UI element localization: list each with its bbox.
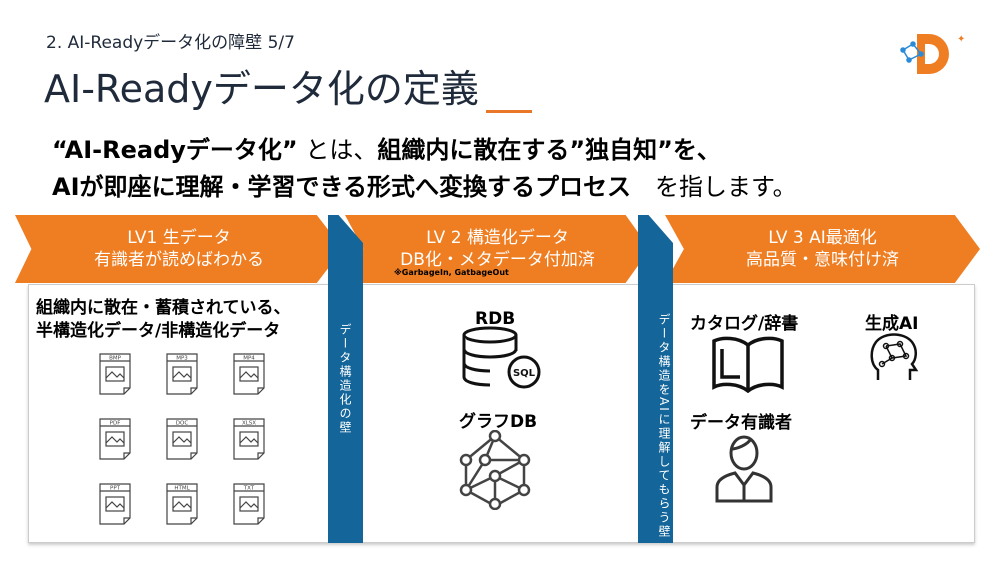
graph-network-icon (458, 429, 534, 514)
level-title: LV1 生データ (127, 228, 231, 248)
file-ppt-icon: PPT (98, 482, 132, 526)
file-txt-icon: TXT (232, 482, 266, 526)
file-type-label: PDF (110, 421, 121, 427)
open-book-icon (710, 335, 786, 397)
database-sql-icon: SQL (462, 326, 548, 394)
file-type-label: BMP (109, 356, 122, 362)
svg-text:✦: ✦ (957, 34, 965, 45)
level-desc: 有識者が読めばわかる (94, 250, 264, 270)
page-title: AI-Readyデータ化の定義 (44, 67, 479, 111)
file-type-label: DOC (176, 421, 189, 427)
level-title: LV 2 構造化データ (426, 228, 569, 248)
file-type-label: MP3 (176, 356, 188, 362)
file-html-icon: HTML (165, 482, 199, 526)
wall-ai-understanding: データ構造をAIに理解してもらう壁 (638, 215, 673, 543)
file-type-label: PPT (110, 486, 121, 492)
file-doc-icon: DOC (165, 417, 199, 461)
file-type-label: TXT (243, 486, 255, 492)
level-desc: 高品質・意味付け済 (746, 250, 899, 270)
lv1-heading-1: 組織内に散在・蓄積されている、 (36, 298, 291, 318)
sql-label: SQL (513, 368, 536, 379)
file-type-label: XLSX (242, 421, 256, 427)
catalog-label: カタログ/辞書 (690, 314, 799, 334)
garbage-note: ※GarbageIn, GatbageOut (394, 268, 509, 277)
level-3-chevron: LV 3 AI最適化高品質・意味付け済 (665, 215, 980, 283)
definition-part-2: AIが即座に理解・学習できる形式へ変換するプロセス (52, 173, 632, 201)
section-subtitle: 2. AI-Readyデータ化の障壁 5/7 (46, 33, 295, 53)
file-type-label: HTML (174, 486, 190, 492)
wall-label: データ構造化の壁 (338, 323, 352, 435)
file-mp3-icon: MP3 (165, 352, 199, 396)
lv1-heading-2: 半構造化データ/非構造化データ (36, 321, 281, 341)
graph-db-label: グラフDB (459, 412, 538, 432)
level-title: LV 3 AI最適化 (768, 228, 877, 248)
ai-brain-head-icon (866, 332, 922, 386)
connector-text: とは、 (297, 136, 378, 164)
wall-label: データ構造をAIに理解してもらう壁 (657, 312, 671, 539)
rdb-label: RDB (475, 309, 516, 329)
person-icon (714, 433, 774, 507)
level-1-chevron: LV1 生データ有識者が読めばわかる (15, 215, 343, 283)
level-desc: DB化・メタデータ付加済 (400, 250, 595, 270)
file-bmp-icon: BMP (98, 352, 132, 396)
file-xlsx-icon: XLSX (232, 417, 266, 461)
file-type-label: MP4 (243, 356, 255, 362)
definition-line-1: “AI-Readyデータ化” とは、組織内に散在する”独自知”を、 (52, 130, 721, 165)
file-mp4-icon: MP4 (232, 352, 266, 396)
definition-part-1: 組織内に散在する”独自知”を、 (377, 136, 721, 164)
expert-label: データ有識者 (690, 413, 792, 433)
definition-line-2: AIが即座に理解・学習できる形式へ変換するプロセス を指します。 (52, 167, 797, 202)
term: “AI-Readyデータ化” (52, 136, 298, 164)
definition-ending: を指します。 (631, 173, 797, 201)
genai-label: 生成AI (865, 314, 919, 334)
file-pdf-icon: PDF (98, 417, 132, 461)
wall-structuring: データ構造化の壁 (328, 215, 363, 543)
logo-icon: ✦ (895, 30, 965, 84)
title-underline (486, 110, 532, 113)
